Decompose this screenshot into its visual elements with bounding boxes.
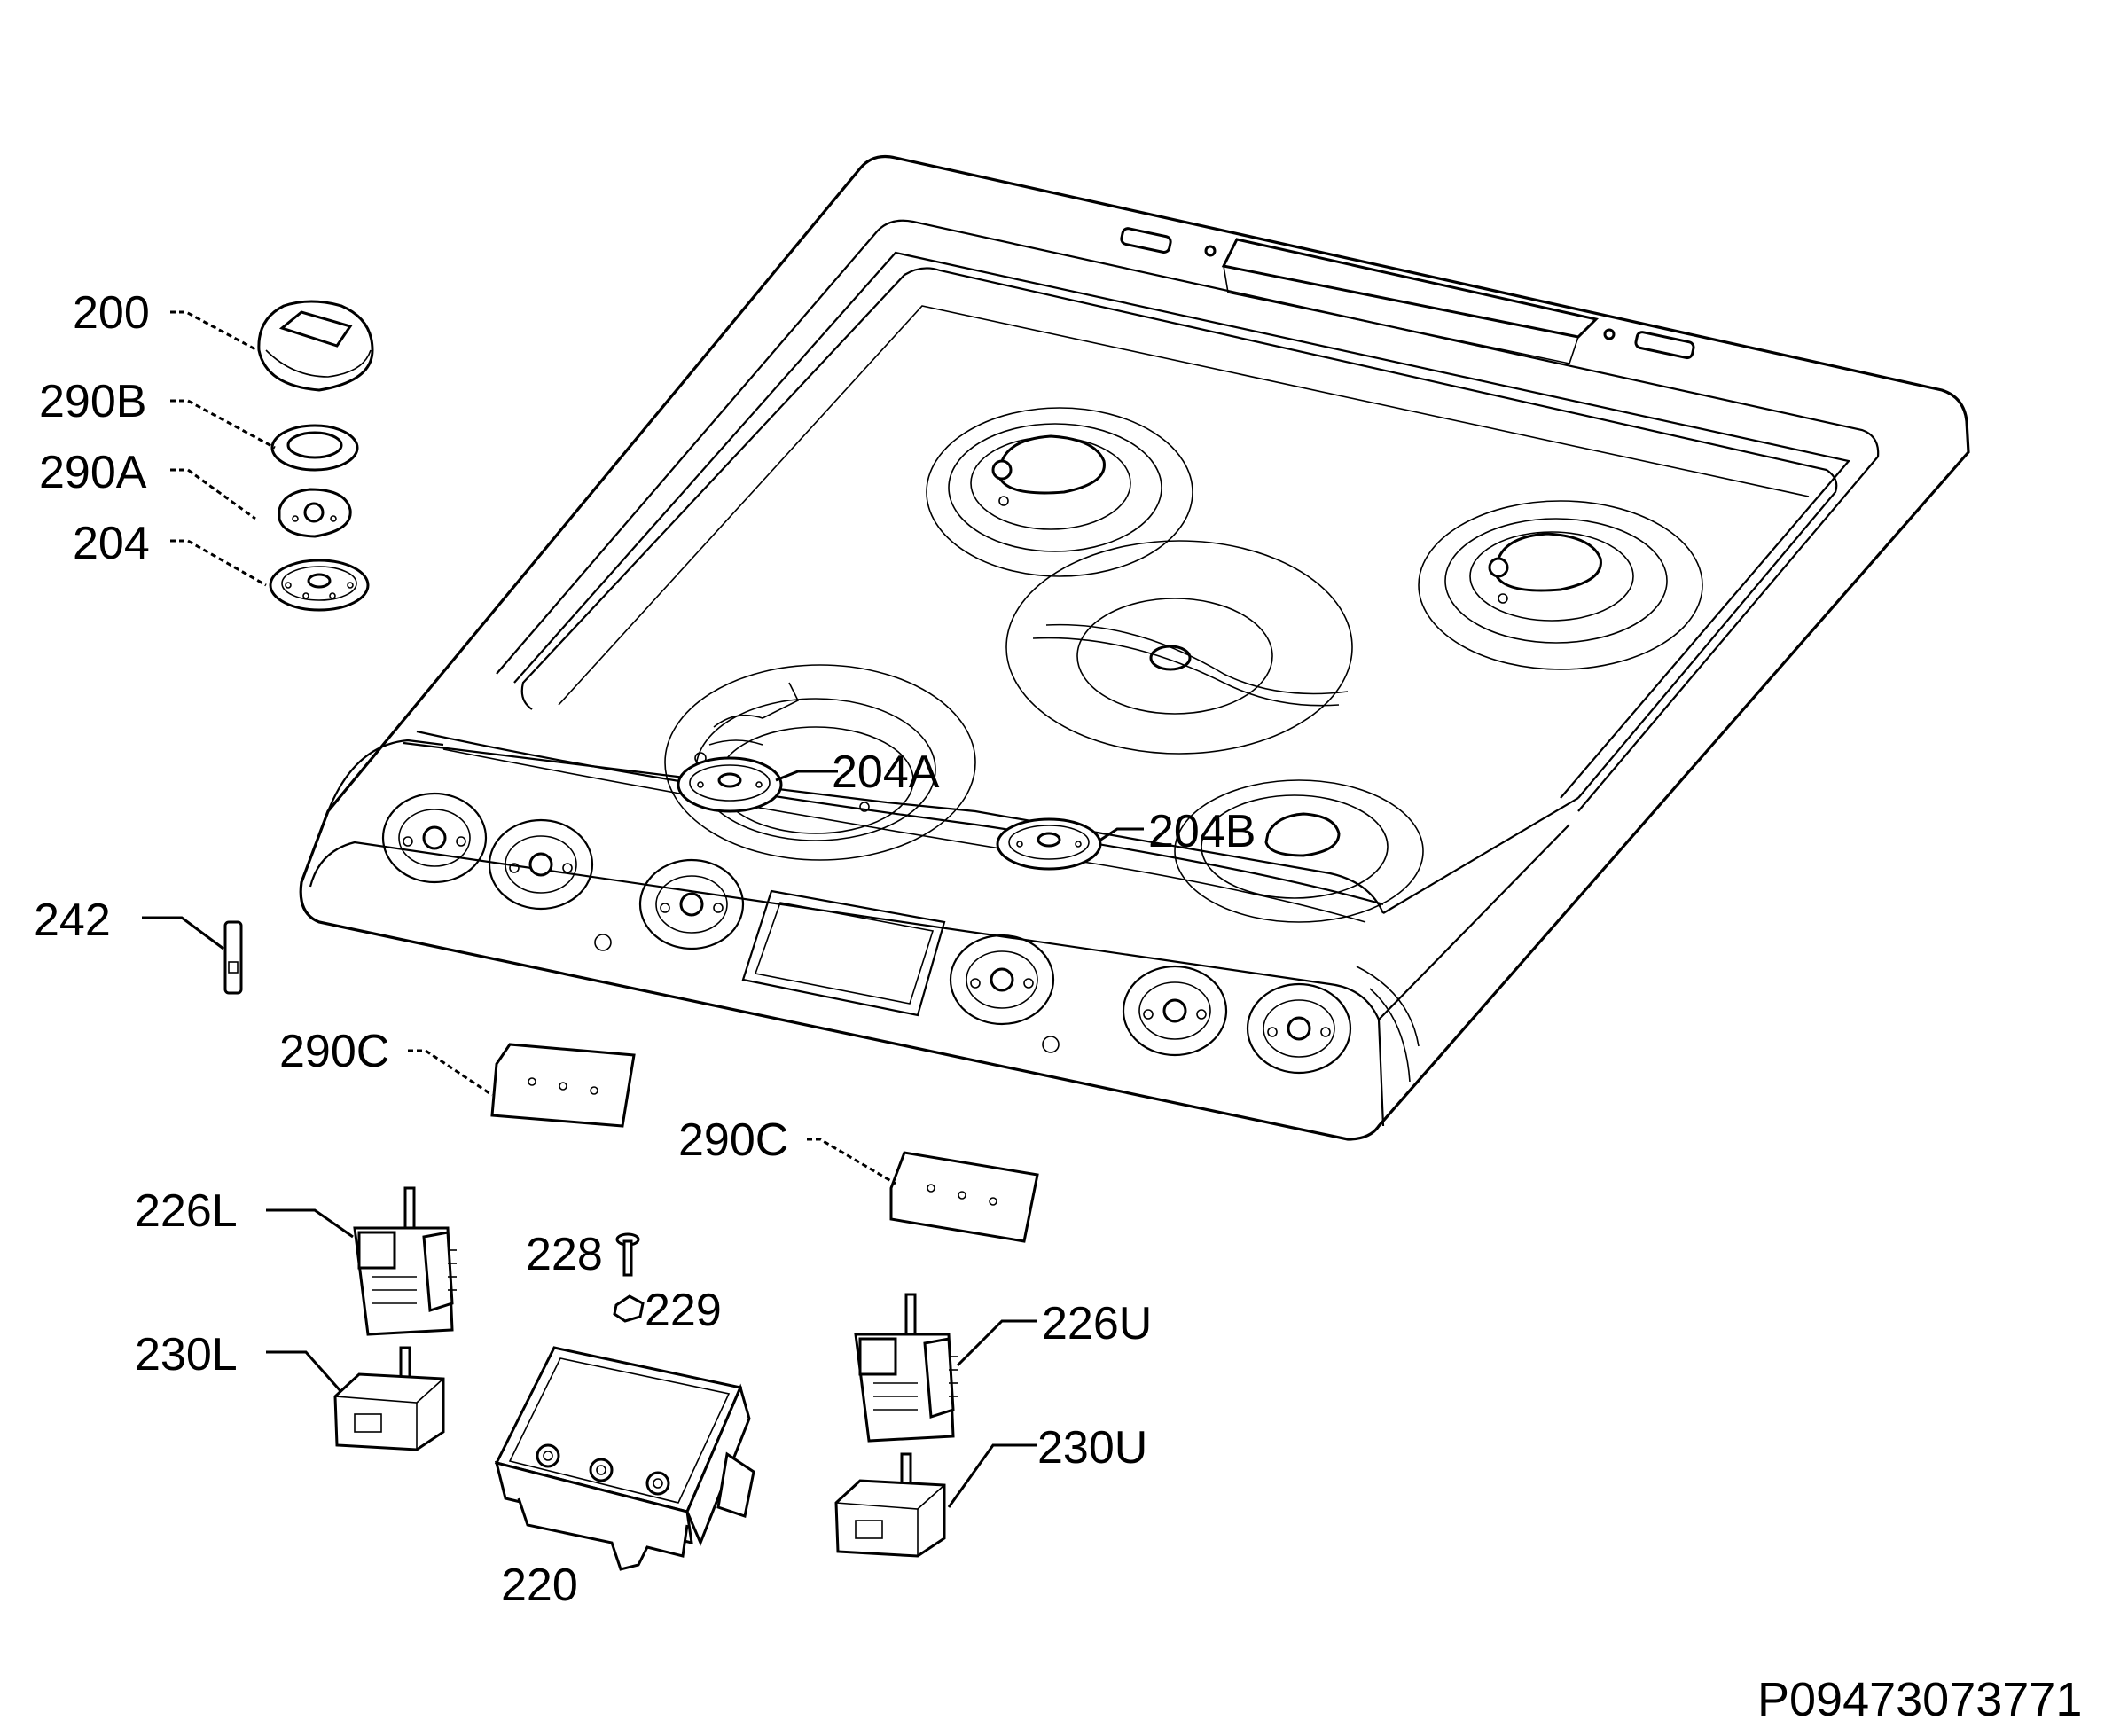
control-knob-recesses	[381, 792, 1352, 1075]
callout-204: 204	[73, 518, 150, 569]
part-242-rod	[223, 920, 243, 995]
part-226L-switch	[353, 1186, 457, 1336]
callout-290C-2: 290C	[678, 1114, 788, 1166]
part-290C-plate-2	[889, 1151, 1039, 1243]
callout-200: 200	[73, 287, 150, 339]
burner-front-right	[1174, 779, 1424, 923]
burner-rear-right	[1418, 500, 1703, 670]
part-229-nut	[613, 1294, 645, 1323]
part-226U-switch	[854, 1293, 958, 1443]
part-200-knob	[257, 300, 374, 392]
callout-204A: 204A	[832, 747, 940, 798]
callout-220: 220	[501, 1560, 578, 1611]
part-204B-cap	[996, 817, 1102, 871]
part-228-screw	[615, 1232, 640, 1277]
part-204A-cap	[677, 756, 783, 813]
callout-226L: 226L	[135, 1185, 238, 1237]
callout-290A: 290A	[39, 447, 147, 498]
part-290A-gasket	[278, 488, 352, 538]
callout-290C-1: 290C	[279, 1026, 389, 1077]
part-290B-ring	[270, 424, 359, 472]
callout-242: 242	[34, 895, 111, 946]
hob-top	[299, 154, 1970, 1141]
part-290C-plate-1	[490, 1043, 636, 1128]
callout-229: 229	[645, 1285, 722, 1336]
hotplate-center	[1005, 540, 1353, 755]
callout-230L: 230L	[135, 1329, 238, 1380]
callout-230U: 230U	[1037, 1422, 1147, 1474]
callout-204B: 204B	[1148, 806, 1256, 857]
part-204-cap	[269, 559, 370, 612]
part-230L-thermostat	[333, 1346, 445, 1451]
leader-lines	[142, 310, 1144, 1508]
callout-228: 228	[526, 1229, 603, 1280]
callout-290B: 290B	[39, 376, 146, 427]
part-230U-thermostat	[834, 1452, 946, 1558]
part-220-control-box	[494, 1346, 755, 1571]
callout-labels: 200 290B 290A 204 204A 204B 242 290C 290…	[34, 287, 1256, 1611]
callout-226U: 226U	[1042, 1298, 1152, 1349]
display-window	[741, 889, 946, 1017]
reference-number: P09473073771	[1757, 1673, 2082, 1726]
burner-rear-left	[926, 407, 1193, 577]
